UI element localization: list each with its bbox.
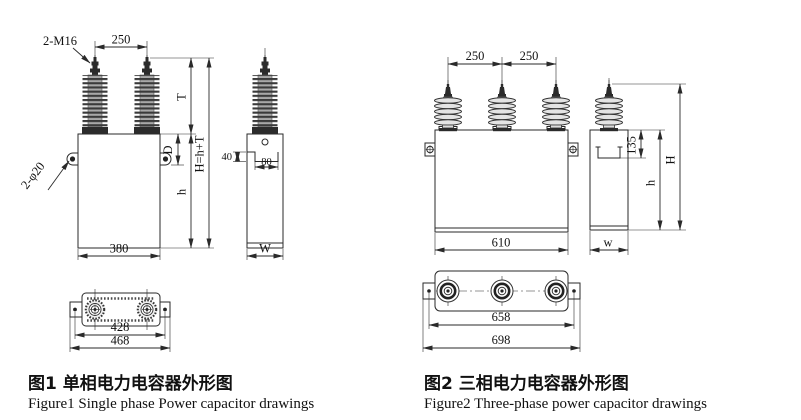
- figure2-caption-en: Figure2 Three-phase power capacitor draw…: [424, 396, 707, 412]
- mounting-hole-icon: [69, 156, 76, 162]
- bushing-icon: [542, 79, 570, 132]
- body-height-label: h: [644, 179, 658, 186]
- body-depth-label: w: [603, 236, 612, 250]
- hole-pitch-label: 428: [111, 320, 130, 334]
- bushing-top-icon: [489, 278, 515, 304]
- bracket-height-label: 40: [222, 152, 233, 163]
- mounting-hole-icon: [572, 289, 576, 293]
- figure1-caption-en: Figure1 Single phase Power capacitor dra…: [28, 396, 314, 412]
- bushing-pitch-right-label: 250: [520, 49, 539, 63]
- body-width-label: 610: [492, 236, 511, 250]
- mounting-hole-icon: [162, 156, 169, 162]
- bushing-icon: [595, 79, 623, 132]
- bushing-top-icon: [136, 299, 158, 320]
- capacitor-body: [77, 133, 161, 249]
- bushing-top-icon: [543, 278, 569, 304]
- bushing-icon: [251, 54, 279, 135]
- capacitor-body-side: [246, 133, 284, 249]
- figure2-side-view: 135 h H w: [589, 78, 686, 255]
- figure2-caption-zh: 图2 三相电力电容器外形图: [424, 373, 629, 394]
- hole-pitch-label: 658: [492, 310, 511, 324]
- total-height-label: H: [664, 155, 678, 164]
- mounting-hole-icon: [73, 307, 77, 312]
- bushing-icon: [81, 54, 109, 135]
- terminal-height-label: 135: [625, 136, 639, 155]
- bushing-icon: [488, 79, 516, 132]
- bushing-pitch-label: 250: [112, 33, 131, 47]
- total-height-label: H=h+T: [193, 135, 207, 172]
- bushing-top-icon: [435, 278, 461, 304]
- lifting-hole-icon: [261, 138, 269, 146]
- overall-width-label: 468: [111, 334, 130, 348]
- capacitor-body: [434, 129, 569, 233]
- capacitor-body-side: [589, 129, 629, 231]
- figure1-caption-zh: 图1 单相电力电容器外形图: [28, 373, 233, 394]
- figure1-front-view: 2-M16 2-φ20 250 T h D H=h+T: [18, 33, 214, 260]
- mounting-hole-label: 2-φ20: [18, 159, 48, 191]
- figure1-side-view: 40 80 W: [222, 48, 284, 260]
- mounting-hole-icon: [163, 307, 167, 312]
- figure2-front-view: 250 250 610: [424, 49, 579, 255]
- mounting-hole-icon: [427, 289, 431, 293]
- bushing-pitch-left-label: 250: [466, 49, 485, 63]
- figure2-top-view: 658 698: [422, 270, 581, 352]
- bushing-icon: [133, 54, 161, 135]
- body-height-label: h: [175, 188, 189, 195]
- terminal-channel: [597, 147, 621, 159]
- bushing-top-icon: [84, 299, 106, 320]
- figure2: 250 250 610 135 h: [422, 49, 707, 412]
- figure1-top-view: 428 468: [69, 289, 171, 352]
- body-width-label: 380: [110, 242, 129, 256]
- bushing-icon: [434, 79, 462, 132]
- terminal-thread-label: 2-M16: [43, 34, 77, 48]
- bracket-width-label: 80: [261, 157, 272, 168]
- overall-width-label: 698: [492, 333, 511, 347]
- bushing-height-label: T: [175, 93, 189, 101]
- body-depth-label: W: [259, 242, 271, 256]
- bracket-offset-label: D: [161, 145, 175, 154]
- figure1: 2-M16 2-φ20 250 T h D H=h+T: [18, 33, 314, 413]
